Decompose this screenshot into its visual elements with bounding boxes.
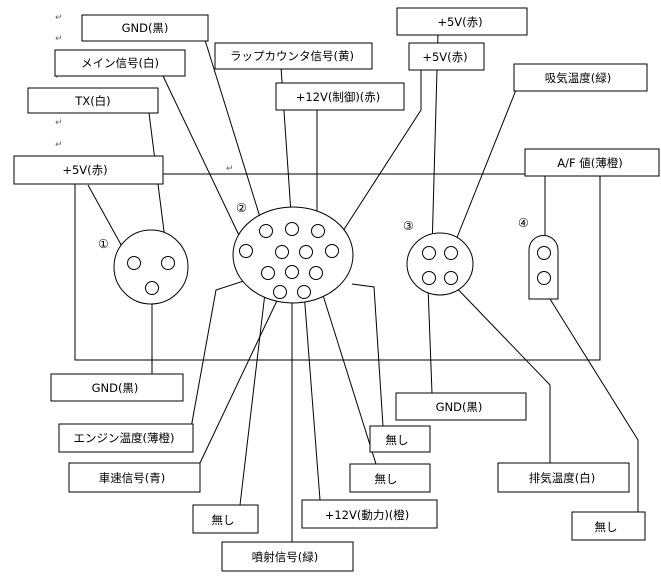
leader-line [315,272,377,465]
connector-3-pin [422,246,436,260]
leader-line [204,39,265,231]
connector-2-pin [259,224,273,238]
connector-2-pin [311,224,325,238]
label-12v-control: +12V(制御)(赤) [275,82,405,111]
label-5v-top-right-1: +5V(赤) [396,7,528,36]
label-5v-top-right-2: +5V(赤) [408,42,485,71]
label-lap-counter: ラップカウンタ信号(黄) [214,42,373,70]
connector-1-pin [161,256,175,270]
connector-1-body [113,229,189,305]
connector-2-pin [299,245,313,259]
label-12v-power: +12V(動力)(橙) [301,499,438,529]
label-text: 噴射信号(緑) [252,550,318,564]
return-mark: ↵ [55,72,63,82]
connector-2: ② [232,201,354,304]
connector-4-pin [537,271,551,285]
leader-line [190,272,269,429]
label-injection-signal: 噴射信号(緑) [221,541,354,572]
connector-3-pin [444,246,458,260]
label-text: TX(白) [74,94,110,108]
leader-line [427,286,433,394]
connector-2-pin [309,266,323,280]
label-speed-signal: 車速信号(青) [68,462,201,493]
connector-2-pin [285,265,299,279]
leader-line [303,291,321,501]
connector-1-pin [145,281,159,295]
label-text: GND(黒) [122,21,169,35]
return-mark: ↵ [55,34,63,44]
label-gnd-left-bottom: GND(黒) [50,373,184,402]
return-mark: ↵ [55,140,63,150]
label-text: GND(黒) [92,381,139,395]
label-main-signal: メイン信号(白) [54,49,186,77]
left-return-marks: ↵ ↵ ↵ ↵ ↵ ↵ [55,13,234,174]
label-none-2: 無し [349,463,431,493]
return-mark: ↵ [55,13,63,23]
label-text: +5V(赤) [437,15,482,29]
leader-line [448,279,551,463]
leader-line [351,283,384,427]
panel-outline [74,173,601,361]
connector-1: ① [98,229,189,305]
label-boxes: GND(黒) メイン信号(白) TX(白) +5V(赤) ラップカウンタ信号(黄… [13,7,660,572]
connector-2-pin [275,245,289,259]
label-tx: TX(白) [27,87,159,114]
connector-4-number: ④ [518,216,529,230]
connector-2-pin [325,244,339,258]
label-text: +5V(赤) [422,50,467,64]
return-mark: ↵ [226,164,234,174]
label-text: 無し [212,513,235,527]
label-5v-left: +5V(赤) [13,155,164,185]
label-engine-temp: エンジン温度(薄橙) [58,423,194,453]
connector-1-pin [127,256,141,270]
label-text: 無し [595,520,618,534]
label-text: +12V(制御)(赤) [296,90,381,104]
connector-4-body [528,235,559,300]
label-text: 吸気温度(緑) [545,71,611,85]
connector-2-number: ② [236,201,247,215]
connector-2-pin [273,285,287,299]
connector-2-pin [297,285,311,299]
leader-line [239,292,266,506]
return-mark: ↵ [55,118,63,128]
connector-3-number: ③ [403,219,414,233]
leader-line [451,89,517,251]
label-text: エンジン温度(薄橙) [74,431,175,445]
label-text: 無し [386,433,409,447]
leader-line [331,70,422,249]
label-text: ラップカウンタ信号(黄) [230,49,354,63]
label-text: 車速信号(青) [99,471,165,485]
label-gnd-black-top: GND(黒) [81,14,209,42]
connector-1-number: ① [98,237,109,251]
label-text: GND(黒) [436,400,483,414]
connector-3-pin [444,271,458,285]
label-text: 無し [375,472,398,486]
connector-2-pin [285,222,299,236]
label-text: +12V(動力)(橙) [325,508,410,522]
label-text: メイン信号(白) [81,56,159,70]
label-none-1: 無し [192,504,259,534]
connector-2-pin [239,244,253,258]
label-none-4: 無し [571,511,646,541]
label-intake-temp: 吸気温度(緑) [513,63,648,92]
label-text: 排気温度(白) [529,471,595,485]
label-none-3: 無し [369,425,431,453]
label-text: A/F 値(薄橙) [557,156,623,170]
label-gnd-right-bottom: GND(黒) [395,392,527,421]
label-text: +5V(赤) [62,163,107,177]
connector-2-pin [261,266,275,280]
connector-3-body [406,232,474,296]
connector-3: ③ [403,219,474,296]
leader-line [199,289,283,464]
connector-3-pin [422,271,436,285]
connector-4: ④ [518,216,559,300]
label-exhaust-temp: 排気温度(白) [497,462,630,493]
leader-line [549,298,639,512]
label-af-value: A/F 値(薄橙) [524,148,660,177]
leader-line [162,75,247,251]
connector-4-pin [537,246,551,260]
